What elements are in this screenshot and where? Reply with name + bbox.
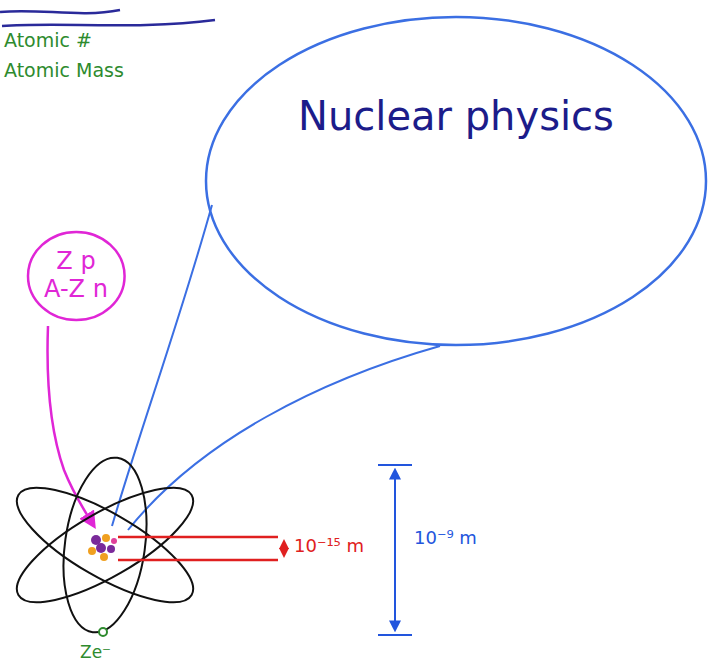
title-underline: [0, 10, 215, 26]
orbit: [2, 467, 207, 622]
node-text: A-Z n: [44, 276, 108, 304]
label-holder: 10⁻¹⁵ m: [294, 536, 364, 557]
outline: [204, 15, 708, 347]
particle-circle: Z pA-Z n: [26, 230, 127, 322]
note-label: Atomic Mass: [4, 60, 124, 82]
label-holder: Atomic #: [4, 30, 92, 52]
size-line: [118, 559, 278, 562]
dimension-arrow: [394, 470, 396, 630]
orbit: [53, 452, 157, 637]
note-label: Atomic #: [4, 30, 92, 52]
pointer-arrow: [48, 326, 94, 526]
label-holder: Atomic Mass: [4, 60, 124, 82]
node-text: Nuclear physics: [298, 93, 614, 139]
dimension-tick: [378, 464, 412, 466]
dimension-label: 10⁻⁹ m: [414, 528, 477, 549]
dimension-label: 10⁻¹⁵ m: [294, 536, 364, 557]
callout-tail: [128, 346, 440, 530]
callout-bubble: Nuclear physics: [204, 15, 708, 347]
label-holder: 10⁻⁹ m: [414, 528, 477, 549]
dimension-tick: [378, 634, 412, 636]
charge-label: Ze⁻: [80, 643, 111, 663]
orbit: [2, 467, 207, 622]
electron: [99, 628, 107, 636]
dimension-arrow: [283, 541, 285, 556]
label-holder: Ze⁻: [80, 643, 111, 663]
size-line: [118, 536, 278, 539]
callout-tail: [112, 205, 212, 526]
node-text: Z p: [56, 248, 95, 276]
nucleus: [88, 534, 117, 561]
